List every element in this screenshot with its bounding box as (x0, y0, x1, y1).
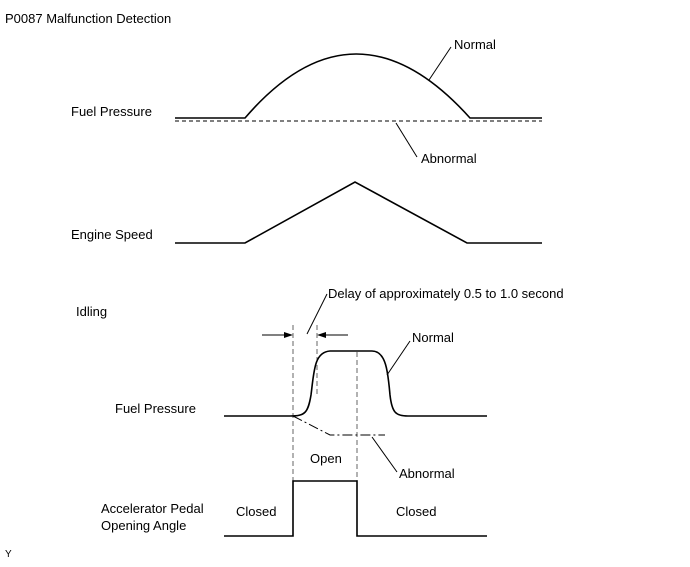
pedal-closed-left-label: Closed (236, 504, 276, 519)
bottom-abnormal-leader (371, 436, 398, 473)
bottom-fuel-pressure-label: Fuel Pressure (115, 401, 196, 416)
top-fuel-pressure-label: Fuel Pressure (71, 104, 152, 119)
bottom-normal-leader (386, 340, 411, 376)
pedal-label-line2: Opening Angle (101, 518, 186, 533)
bottom-abnormal-label: Abnormal (399, 466, 455, 481)
corner-mark: Y (5, 549, 12, 560)
delay-arrow-right-head (317, 332, 326, 338)
pedal-closed-right-label: Closed (396, 504, 436, 519)
bottom-fuel-pressure-normal-curve (224, 350, 487, 417)
diagram-title: P0087 Malfunction Detection (5, 11, 171, 26)
delay-label: Delay of approximately 0.5 to 1.0 second (328, 286, 564, 301)
engine-speed-curve (175, 181, 542, 244)
pedal-opening-angle-curve (224, 480, 487, 537)
top-abnormal-leader (395, 122, 418, 158)
top-fuel-pressure-normal-curve (175, 53, 542, 119)
top-normal-label: Normal (454, 37, 496, 52)
top-abnormal-label: Abnormal (421, 151, 477, 166)
bottom-fuel-pressure-abnormal-line (292, 415, 385, 436)
pedal-label-line1: Accelerator Pedal (101, 501, 204, 516)
idling-label: Idling (76, 304, 107, 319)
pedal-open-label: Open (310, 451, 342, 466)
delay-leader (306, 293, 328, 335)
top-normal-leader (428, 46, 452, 81)
engine-speed-label: Engine Speed (71, 227, 153, 242)
delay-arrow-left-head (284, 332, 293, 338)
bottom-normal-label: Normal (412, 330, 454, 345)
